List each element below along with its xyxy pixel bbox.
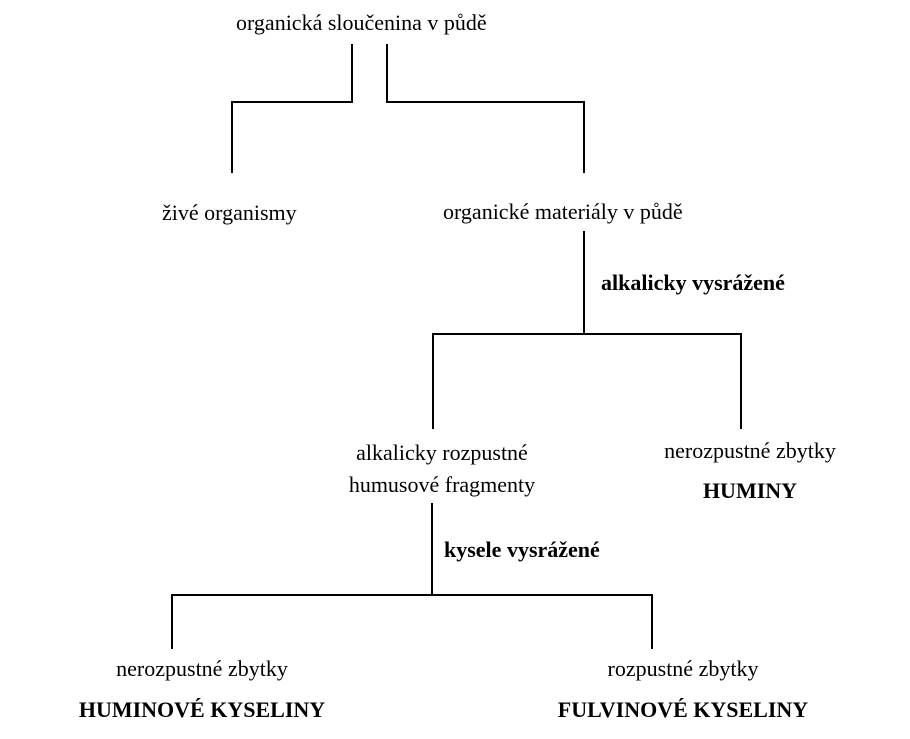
- alkali-soluble-line1: alkalicky rozpustné: [356, 440, 528, 465]
- humins-name: HUMINY: [702, 478, 798, 503]
- connector-root-to-living: [231, 44, 353, 173]
- humins-node: nerozpustné zbytky HUMINY: [644, 438, 856, 504]
- humic-acids-name: HUMINOVÉ KYSELINY: [78, 697, 326, 722]
- fulvic-acids-node: rozpustné zbytky FULVINOVÉ KYSELINY: [528, 656, 838, 723]
- humic-acids-node: nerozpustné zbytky HUMINOVÉ KYSELINY: [52, 656, 352, 723]
- alkaline-precipitation-label: alkalicky vysrážené: [601, 270, 785, 295]
- humic-insoluble-label: nerozpustné zbytky: [116, 656, 288, 681]
- humins-insoluble-label: nerozpustné zbytky: [664, 438, 836, 463]
- living-organisms-label: živé organismy: [162, 200, 297, 225]
- alkali-soluble-fragments-node: alkalicky rozpustné humusové fragmenty: [322, 440, 562, 498]
- connector-materials-split: [432, 231, 742, 429]
- soil-organic-materials-label: organické materiály v půdě: [443, 199, 683, 224]
- connector-root-to-materials: [386, 44, 585, 173]
- fulvic-soluble-label: rozpustné zbytky: [607, 656, 759, 681]
- connector-fragments-split: [171, 503, 653, 649]
- root-node-label: organická sloučenina v půdě: [236, 10, 487, 35]
- alkali-soluble-line2: humusové fragmenty: [348, 472, 536, 497]
- fulvic-acids-name: FULVINOVÉ KYSELINY: [557, 697, 809, 722]
- acid-precipitation-label: kysele vysrážené: [444, 537, 600, 562]
